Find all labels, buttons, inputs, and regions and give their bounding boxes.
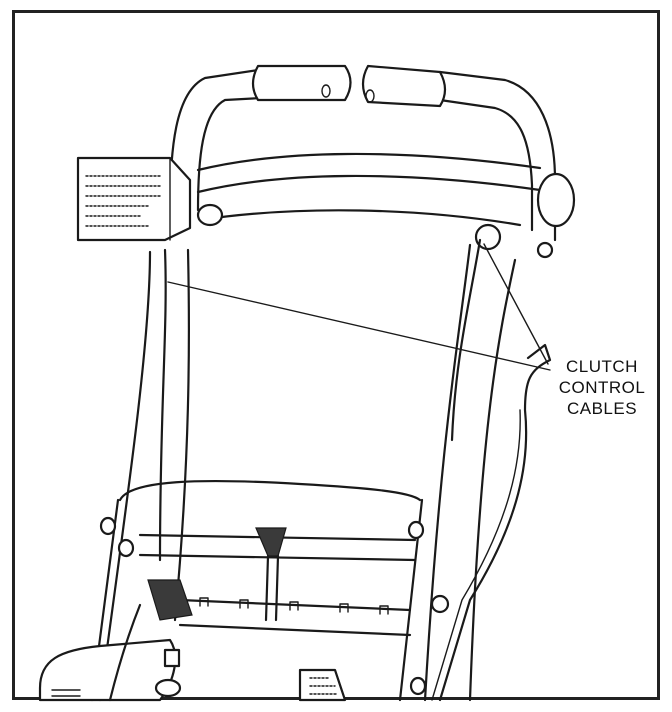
upper-cross-brace-2 — [198, 176, 540, 192]
right-grip — [363, 66, 445, 106]
center-shift-lever — [256, 528, 286, 620]
handle-bar-inner — [198, 98, 262, 210]
right-upright-outer — [425, 245, 470, 700]
lower-panel-rail-2 — [180, 625, 410, 635]
mid-cross-brace — [200, 210, 520, 225]
bolt-right-1 — [409, 522, 423, 538]
label-line-2: CONTROL — [552, 377, 652, 398]
lower-panel-top — [120, 481, 420, 500]
right-pivot-mount — [476, 174, 574, 257]
right-upright-inner — [470, 260, 515, 700]
bolt-right-2 — [411, 678, 425, 694]
bolt-left-2 — [119, 540, 133, 556]
leader-line-right — [484, 244, 548, 364]
lower-right-decal — [300, 670, 345, 700]
label-line-1: CLUTCH — [552, 356, 652, 377]
clutch-control-cables-label: CLUTCH CONTROL CABLES — [552, 356, 652, 419]
left-grip — [253, 66, 351, 100]
engine-housing — [40, 580, 192, 700]
handle-bar-right-outer — [440, 72, 555, 240]
left-upright-inner — [175, 250, 189, 620]
left-upright-outer — [100, 252, 150, 700]
bolt-right-3 — [432, 596, 448, 612]
upper-cross-brace — [198, 154, 540, 170]
left-clutch-cable — [160, 250, 166, 560]
label-line-3: CABLES — [552, 398, 652, 419]
bolt-left-1 — [101, 518, 115, 534]
leader-line-left — [168, 282, 550, 370]
shift-rod — [440, 345, 550, 700]
